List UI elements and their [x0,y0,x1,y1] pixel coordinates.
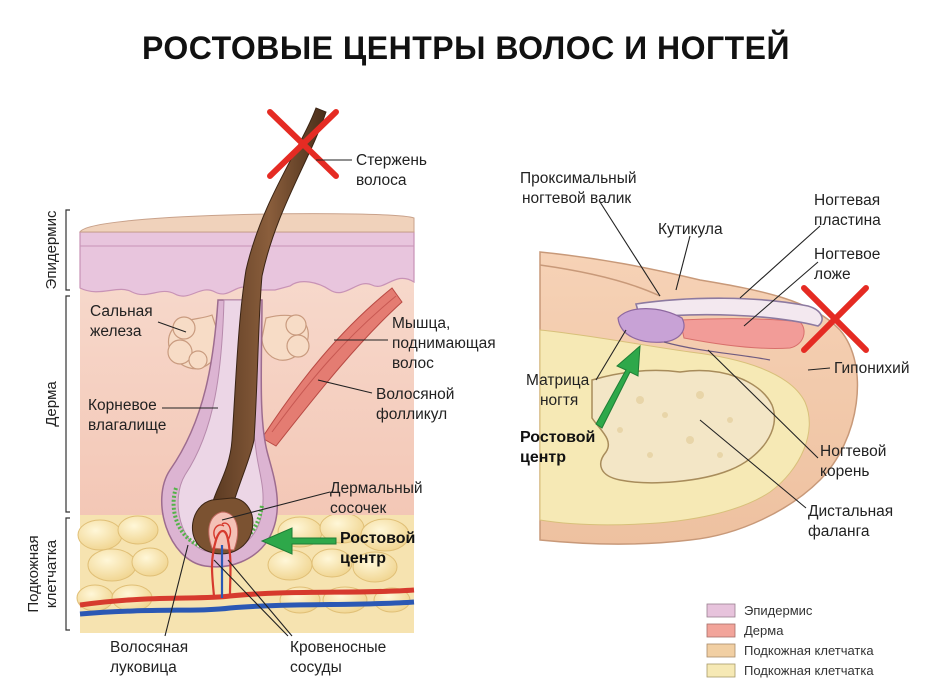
label-proximal-fold-2: ногтевой валик [522,190,631,207]
label-phalanx-2: фаланга [808,523,870,540]
legend-swatch-epidermis [706,603,736,618]
label-proximal-fold-1: Проксимальный [520,170,637,187]
label-dermis: Дерма [43,381,60,427]
label-plate-1: Ногтевая [814,192,880,209]
label-subcutaneous-2: клетчатка [43,539,60,608]
label-muscle-3: волос [392,355,434,372]
nail-plate [634,297,823,327]
legend-swatch-subcutaneous-yellow [706,663,736,678]
fat-lobules [76,512,411,614]
label-hyponychium: Гипонихий [834,360,909,377]
label-bed-1: Ногтевое [814,246,880,263]
legend: Эпидермис Дерма Подкожная клетчатка Подк… [706,603,874,678]
label-vessels-1: Кровеносные [290,639,386,656]
page-title: РОСТОВЫЕ ЦЕНТРЫ ВОЛОС И НОГТЕЙ [141,30,791,66]
legend-item: Эпидермис [706,603,813,618]
hair-cross-icon [267,109,339,179]
legend-item: Подкожная клетчатка [706,643,874,658]
bone-texture [617,391,733,458]
label-papilla-1: Дермальный [330,480,423,497]
legend-swatch-subcutaneous [706,643,736,658]
legend-label: Эпидермис [744,603,813,618]
label-follicle-1: Волосяной [376,386,454,403]
label-hair-growth-1: Ростовой [340,530,415,547]
label-nail-growth-1: Ростовой [520,429,595,446]
nail-leader-lines [595,201,831,509]
label-follicle-2: фолликул [376,406,447,423]
label-bed-2: ложе [814,266,851,283]
label-papilla-2: сосочек [330,500,386,517]
sebaceous-gland [167,314,310,370]
label-hair-shaft-2: волоса [356,172,407,189]
papilla-capillaries [210,529,232,597]
label-root-sheath-1: Корневое [88,397,157,414]
label-bulb-1: Волосяная [110,639,188,656]
label-matrix-2: ногтя [540,392,578,409]
label-matrix-1: Матрица [526,372,590,389]
label-vessels-2: сосуды [290,659,342,676]
skin-surface [79,213,415,233]
label-root-2: корень [820,463,869,480]
nail-growth-arrow [595,344,641,429]
label-nail-growth-2: центр [520,449,566,466]
vein [79,599,415,617]
hair-leader-lines [157,159,388,637]
label-cuticle: Кутикула [658,221,723,238]
legend-item: Дерма [706,623,784,638]
nail-matrix [617,308,685,343]
label-epidermis: Эпидермис [43,210,60,289]
label-muscle-2: поднимающая [392,335,496,352]
label-muscle-1: Мышца, [392,315,450,332]
artery [79,587,415,608]
proximal-nail-fold [539,264,661,297]
skin-block: Эпидермис Дерма Подкожная клетчатка Стер… [25,107,496,676]
label-plate-2: пластина [814,212,881,229]
fingertip: Проксимальный ногтевой валик Кутикула Но… [520,170,909,545]
nail-bed [679,318,805,349]
label-phalanx-1: Дистальная [808,503,893,520]
nail-cross-icon [801,285,869,353]
legend-item: Подкожная клетчатка [706,663,874,678]
label-sebaceous-1: Сальная [90,303,153,320]
layer-brackets [65,209,70,631]
label-hair-growth-2: центр [340,550,386,567]
legend-swatch-dermis [706,623,736,638]
legend-label: Дерма [744,623,784,638]
arrector-pili-muscle [261,287,403,447]
label-bulb-2: луковица [110,659,177,676]
legend-label: Подкожная клетчатка [744,643,874,658]
hair-growth-arrow [260,527,337,555]
label-sebaceous-2: железа [90,323,142,340]
label-hair-shaft-1: Стержень [356,152,427,169]
nail-root [663,341,771,361]
label-root-1: Ногтевой [820,443,886,460]
label-root-sheath-2: влагалище [88,417,166,434]
legend-label: Подкожная клетчатка [744,663,874,678]
label-subcutaneous-1: Подкожная [25,535,42,612]
